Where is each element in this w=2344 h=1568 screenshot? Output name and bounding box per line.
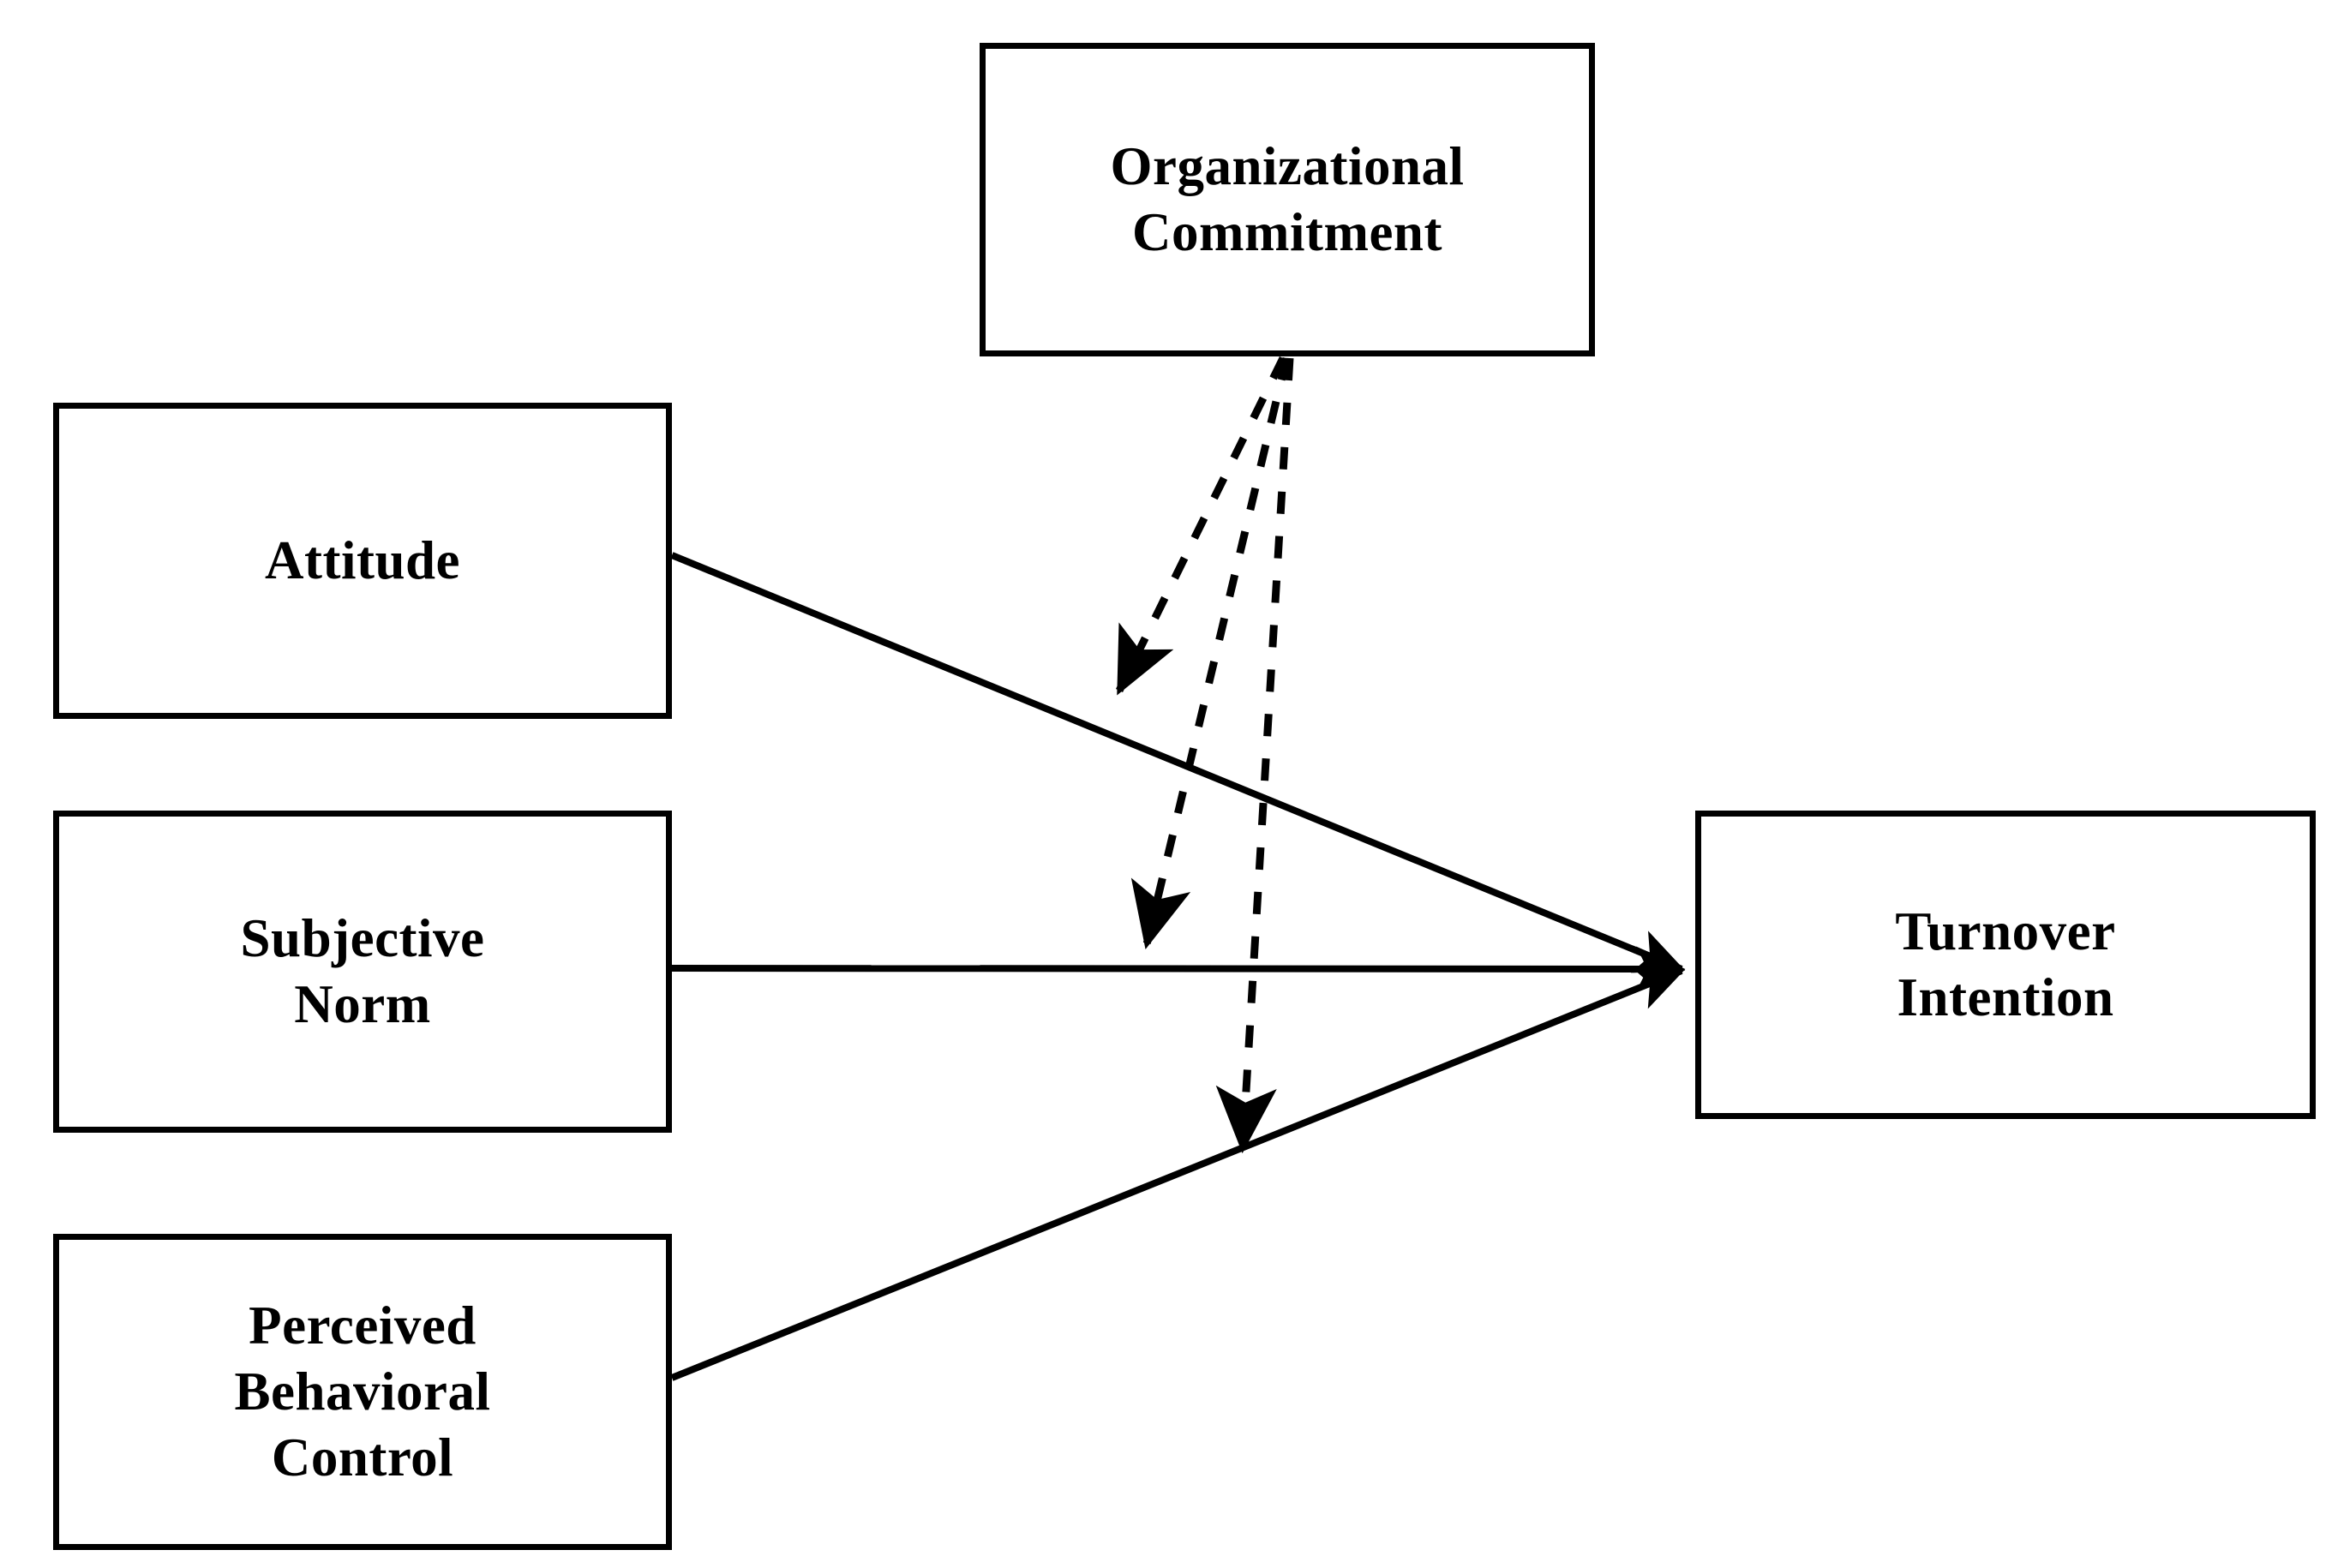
- node-subjective-norm-label: Subjective Norm: [240, 908, 485, 1034]
- edge-attitude-to-turnover-intention: [670, 552, 1686, 973]
- node-attitude[interactable]: Attitude: [53, 403, 672, 719]
- node-perceived-behavioral-control-label: Perceived Behavioral Control: [234, 1296, 491, 1487]
- edge-organizational-commitment-moderates-attitude-path: [1115, 356, 1287, 696]
- edge-organizational-commitment-moderates-perceived-behavioral-control-path: [1215, 357, 1294, 1154]
- node-subjective-norm[interactable]: Subjective Norm: [53, 811, 672, 1133]
- node-attitude-label: Attitude: [265, 530, 460, 591]
- edge-subjective-norm-to-turnover-intention: [671, 946, 1686, 992]
- node-turnover-intention-label: Turnover Intention: [1895, 901, 2116, 1027]
- edge-perceived-behavioral-control-to-turnover-intention: [670, 967, 1686, 1381]
- node-turnover-intention[interactable]: Turnover Intention: [1695, 811, 2316, 1119]
- node-organizational-commitment[interactable]: Organizational Commitment: [980, 43, 1595, 356]
- edge-organizational-commitment-moderates-subjective-norm-path: [1130, 356, 1291, 950]
- node-organizational-commitment-label: Organizational Commitment: [1110, 136, 1465, 262]
- node-perceived-behavioral-control[interactable]: Perceived Behavioral Control: [53, 1234, 672, 1550]
